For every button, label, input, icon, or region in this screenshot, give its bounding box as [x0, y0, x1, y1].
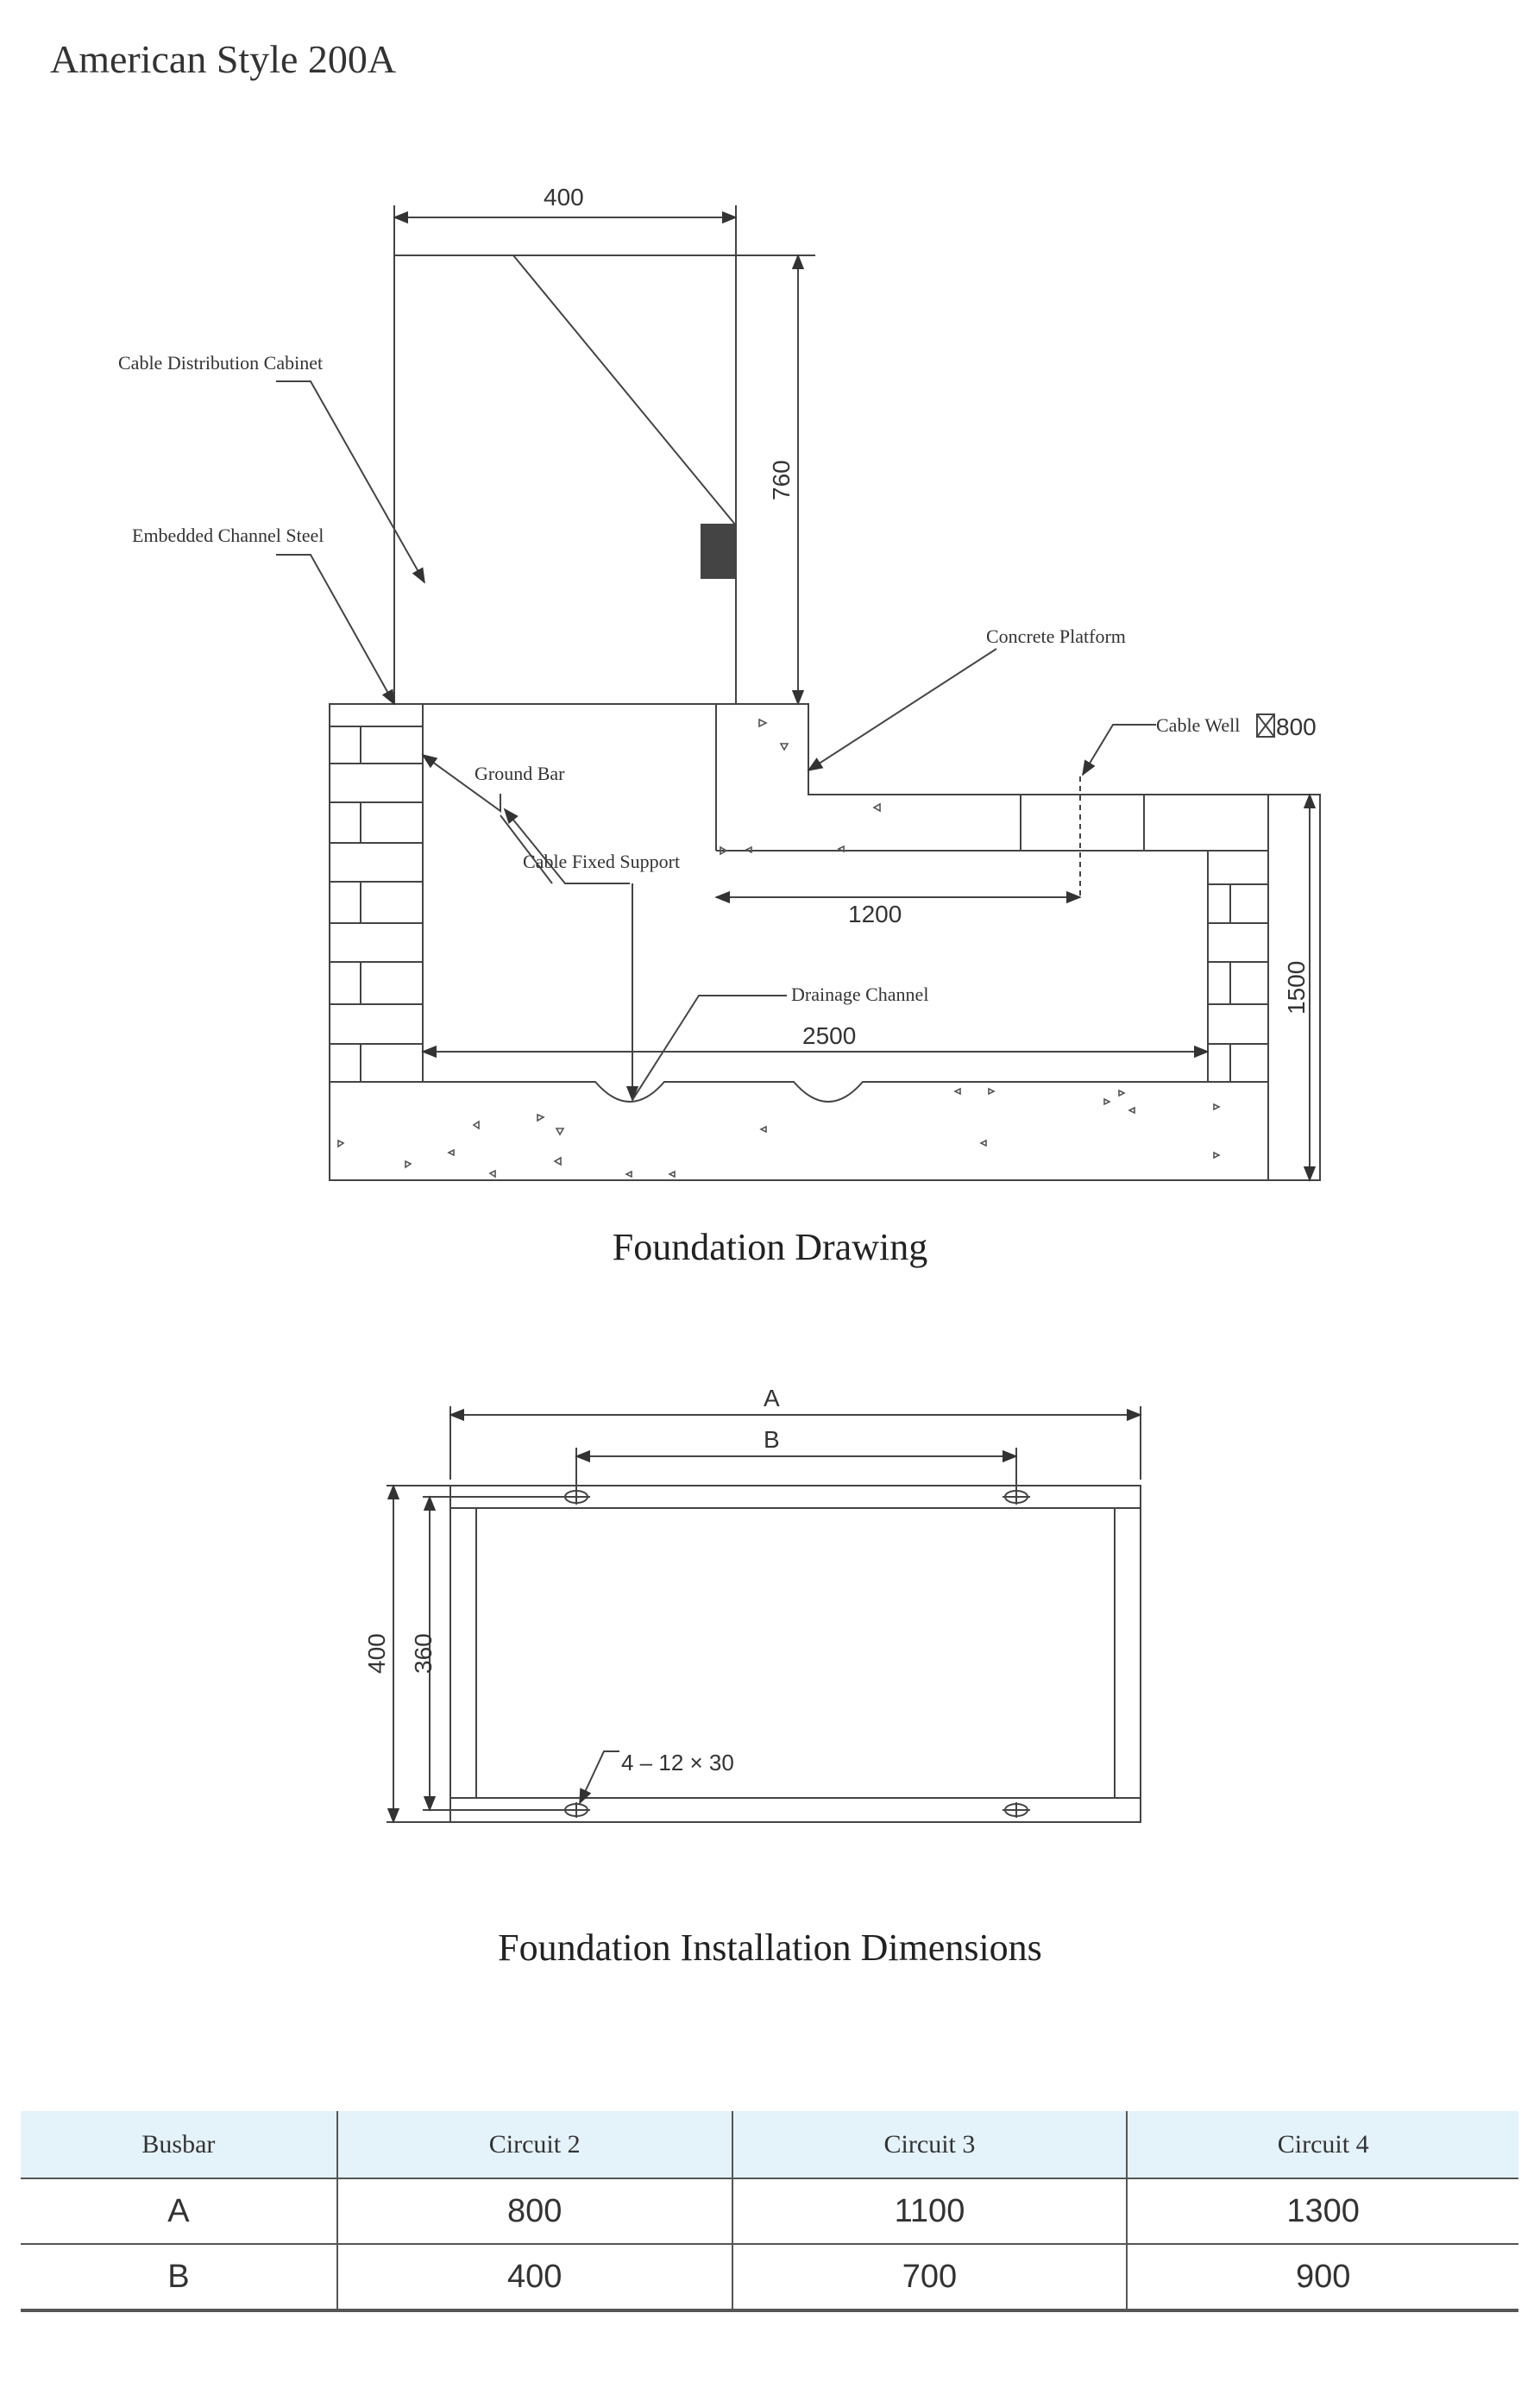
header-circuit-2: Circuit 2 [336, 2111, 732, 2178]
dim-a-label: A [764, 1385, 780, 1411]
dimension-table: Busbar Circuit 2 Circuit 3 Circuit 4 A 8… [21, 2111, 1518, 2312]
header-circuit-3: Circuit 3 [731, 2111, 1128, 2178]
table-row: B 400 700 900 [21, 2244, 1518, 2310]
dim-1200-label: 1200 [848, 901, 902, 927]
foundation-drawing-caption: Foundation Drawing [612, 1226, 928, 1268]
label-drainage: Drainage Channel [791, 984, 928, 1005]
label-ground-bar: Ground Bar [475, 763, 565, 784]
table-row: A 800 1100 1300 [21, 2178, 1518, 2244]
label-cable-well-dim: 800 [1276, 713, 1317, 740]
label-cable-support: Cable Fixed Support [523, 851, 680, 872]
channel-steel-block [701, 524, 735, 579]
holes-label: 4 – 12 × 30 [621, 1750, 734, 1776]
header-busbar: Busbar [21, 2111, 337, 2178]
table-cell: 1100 [731, 2178, 1128, 2244]
label-cable-well: Cable Well [1156, 714, 1240, 736]
table-cell: A [167, 2192, 190, 2229]
table-cell: 1300 [1126, 2178, 1518, 2244]
cabinet-outline [393, 255, 737, 705]
installation-caption: Foundation Installation Dimensions [498, 1926, 1042, 1969]
installation-drawing: A B 400 360 4 – 12 × 30 [363, 1385, 1142, 1824]
table-cell: 400 [336, 2244, 732, 2310]
foundation-drawing: 400 760 1200 2500 1500 Cable Distributio… [118, 184, 1321, 1182]
label-concrete-platform: Concrete Platform [986, 625, 1126, 647]
table-header-row: Busbar Circuit 2 Circuit 3 Circuit 4 [21, 2111, 1518, 2178]
dim-360-label: 360 [410, 1633, 437, 1674]
dim-760-label: 760 [768, 460, 795, 500]
dim-400-vert-label: 400 [363, 1633, 390, 1674]
table-cell: B [167, 2258, 190, 2295]
dim-2500-label: 2500 [802, 1022, 856, 1049]
page-title: American Style 200A [50, 37, 397, 81]
table-cell: 800 [336, 2178, 732, 2244]
header-circuit-4: Circuit 4 [1126, 2111, 1518, 2178]
label-channel-steel: Embedded Channel Steel [132, 525, 324, 546]
table-cell: 700 [731, 2244, 1128, 2310]
label-cabinet: Cable Distribution Cabinet [118, 352, 323, 374]
dim-400-label: 400 [544, 184, 584, 211]
dim-1500-label: 1500 [1283, 961, 1310, 1015]
table-cell: 900 [1126, 2244, 1518, 2310]
dim-b-label: B [764, 1426, 780, 1453]
